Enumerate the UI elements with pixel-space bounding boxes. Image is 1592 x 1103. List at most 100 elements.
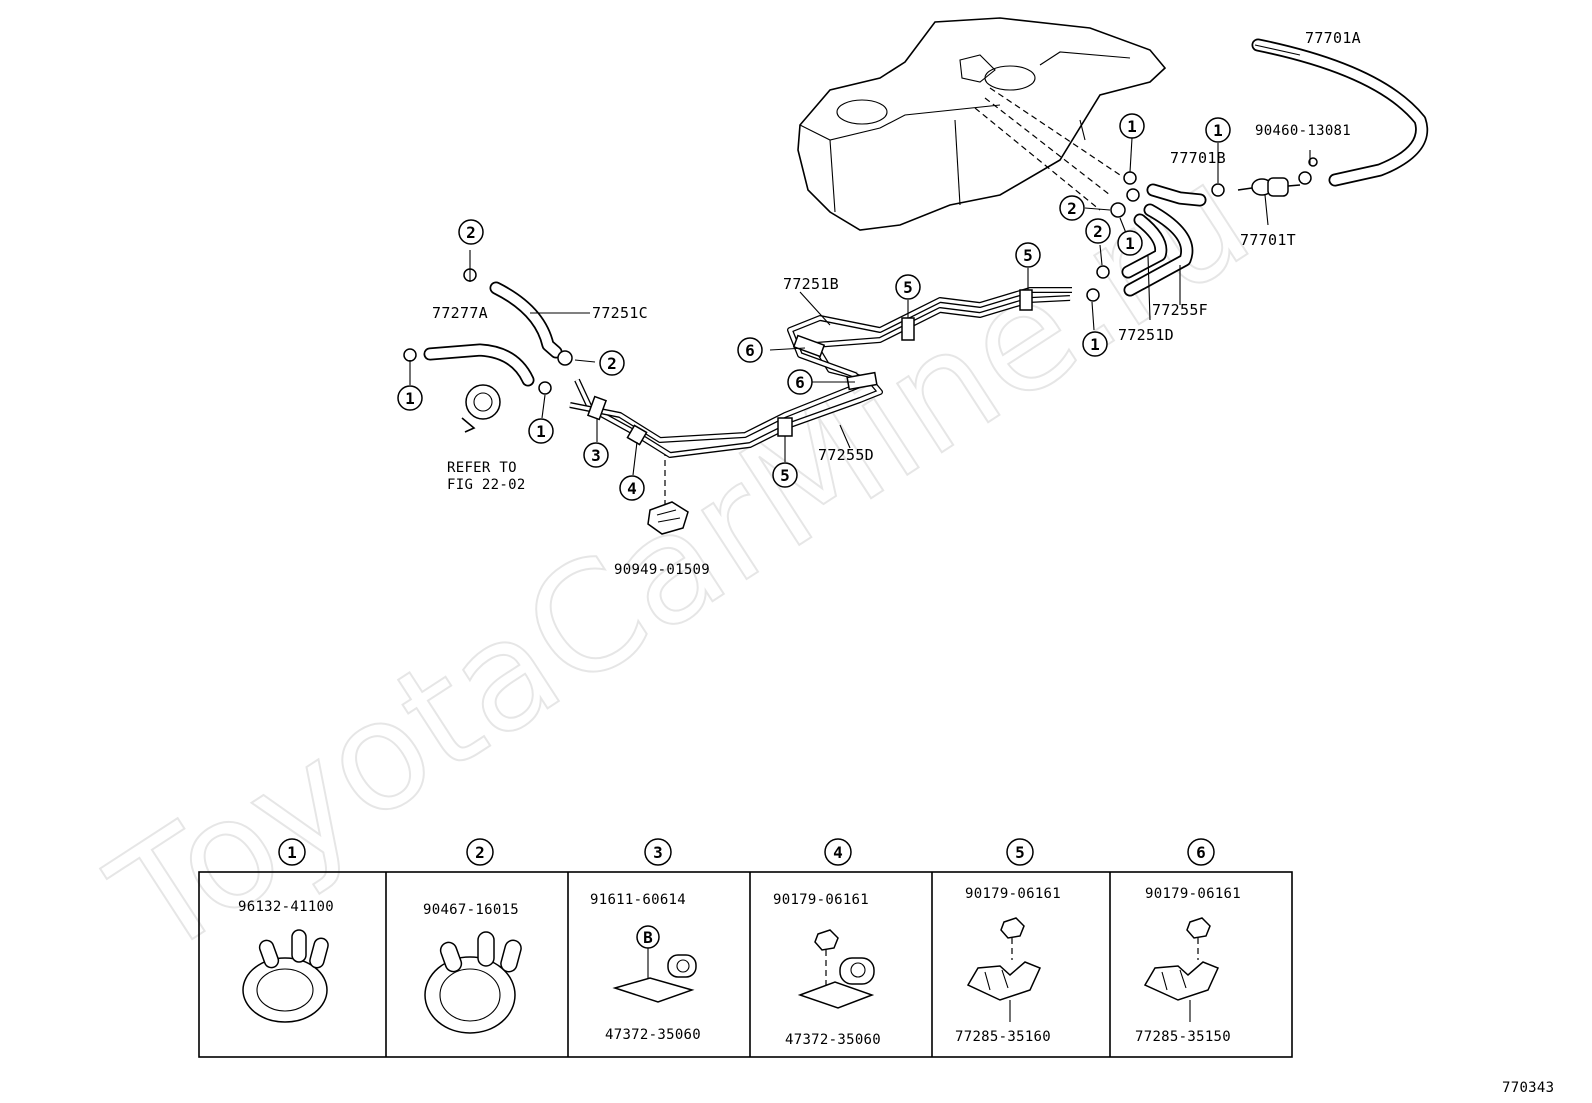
clamp-77285-35150-icon <box>1143 961 1220 1022</box>
pipe-clamps <box>586 289 1033 446</box>
legend-header-5: 5 <box>1006 838 1034 866</box>
hoses-77255F-77251D <box>1121 203 1194 297</box>
svg-text:3: 3 <box>653 843 663 862</box>
check-valve-77701T <box>1237 177 1301 226</box>
svg-text:1: 1 <box>287 843 297 862</box>
svg-text:2: 2 <box>607 354 617 373</box>
svg-text:1: 1 <box>1213 121 1223 140</box>
legend-4-part-top: 90179-06161 <box>773 892 869 908</box>
label-77701A: 77701A <box>1305 29 1361 47</box>
nut-5-icon <box>1000 917 1025 960</box>
callout-5: 5 <box>1015 242 1041 268</box>
label-fig-22-02: FIG 22-02 <box>447 477 526 493</box>
clip-96132-icon <box>242 929 329 1023</box>
bolt-badge-b: B <box>636 925 660 949</box>
label-77251D: 77251D <box>1118 326 1174 344</box>
label-77701B: 77701B <box>1170 149 1226 167</box>
svg-text:1: 1 <box>405 389 415 408</box>
svg-text:3: 3 <box>591 446 601 465</box>
callout-1: 1 <box>528 418 554 444</box>
part-labels: 77701A 77701B 90460-13081 77701T 77255F … <box>432 29 1361 578</box>
svg-text:2: 2 <box>466 223 476 242</box>
callout-5: 5 <box>895 274 921 300</box>
svg-text:6: 6 <box>745 341 755 360</box>
callout-1: 1 <box>1119 113 1145 139</box>
svg-text:1: 1 <box>536 422 546 441</box>
svg-text:B: B <box>643 928 653 947</box>
label-90949-01509: 90949-01509 <box>614 562 710 578</box>
svg-text:1: 1 <box>1125 234 1135 253</box>
clamp-77285-35160-icon <box>966 961 1042 1022</box>
label-77255D: 77255D <box>818 446 874 464</box>
legend-3-part-top: 91611-60614 <box>590 892 686 908</box>
pipe-77255D <box>574 295 1071 458</box>
svg-text:6: 6 <box>1196 843 1206 862</box>
legend-2-part: 90467-16015 <box>423 902 519 918</box>
hose-77701A <box>1251 38 1428 187</box>
legend-header-1: 1 <box>278 838 306 866</box>
watermark: ToyotaCarMine.ru <box>84 131 1279 991</box>
label-77255F: 77255F <box>1152 301 1208 319</box>
legend-header-3: 3 <box>644 838 672 866</box>
callout-1: 1 <box>1205 117 1231 143</box>
svg-text:5: 5 <box>780 466 790 485</box>
callout-1: 1 <box>1082 331 1108 357</box>
callout-6: 6 <box>787 369 813 395</box>
legend-6-part-bottom: 77285-35150 <box>1135 1029 1231 1045</box>
hose-77701B <box>1146 183 1207 207</box>
callout-2: 2 <box>599 350 625 376</box>
svg-text:5: 5 <box>1023 246 1033 265</box>
label-77701T: 77701T <box>1240 231 1296 249</box>
nut-6-icon <box>1186 917 1211 960</box>
callout-1: 1 <box>1117 230 1143 256</box>
callouts: 1 2 2 1 3 4 5 6 6 5 5 1 2 2 1 1 1 <box>397 113 1231 501</box>
callout-2: 2 <box>458 219 484 245</box>
legend-header-4: 4 <box>824 838 852 866</box>
band-clamp <box>461 384 501 433</box>
fuel-tank <box>797 17 1167 231</box>
legend-1-part: 96132-41100 <box>238 899 334 915</box>
pipe-77251B <box>569 287 1072 443</box>
callout-3: 3 <box>583 442 609 468</box>
legend-6-part-top: 90179-06161 <box>1145 886 1241 902</box>
svg-text:2: 2 <box>1067 199 1077 218</box>
hose-77251C <box>489 281 563 359</box>
nut-icon <box>814 929 839 985</box>
svg-text:2: 2 <box>1093 222 1103 241</box>
callout-2: 2 <box>1085 218 1111 244</box>
leader-lines <box>409 44 1311 476</box>
clamp-47372-4-icon <box>797 957 875 1009</box>
label-refer-to: REFER TO <box>447 460 517 476</box>
legend-frame <box>198 871 1293 1058</box>
callout-4: 4 <box>619 475 645 501</box>
svg-text:4: 4 <box>627 479 637 498</box>
legend-5-part-bottom: 77285-35160 <box>955 1029 1051 1045</box>
figure-code: 770343 <box>1502 1080 1554 1096</box>
tank-leaders <box>664 87 1121 505</box>
legend-header-2: 2 <box>466 838 494 866</box>
label-77251B: 77251B <box>783 275 839 293</box>
callout-6: 6 <box>737 337 763 363</box>
label-77277A: 77277A <box>432 304 488 322</box>
label-90460-13081: 90460-13081 <box>1255 123 1351 139</box>
legend-4-part-bottom: 47372-35060 <box>785 1032 881 1048</box>
svg-text:1: 1 <box>1090 335 1100 354</box>
grommet-90949 <box>647 501 689 535</box>
svg-text:6: 6 <box>795 373 805 392</box>
svg-text:1: 1 <box>1127 117 1137 136</box>
legend-header-6: 6 <box>1187 838 1215 866</box>
clamp-47372-icon <box>612 948 697 1003</box>
svg-text:5: 5 <box>903 278 913 297</box>
hose-77277A <box>423 343 535 387</box>
svg-text:4: 4 <box>833 843 843 862</box>
svg-text:2: 2 <box>475 843 485 862</box>
callout-2: 2 <box>1059 195 1085 221</box>
callout-5: 5 <box>772 462 798 488</box>
legend-table: 1 2 3 4 5 6 96132-41100 90467-16015 9161… <box>198 838 1293 1058</box>
clip-90467-icon <box>424 931 522 1034</box>
svg-text:5: 5 <box>1015 843 1025 862</box>
callout-1: 1 <box>397 385 423 411</box>
legend-5-part-top: 90179-06161 <box>965 886 1061 902</box>
